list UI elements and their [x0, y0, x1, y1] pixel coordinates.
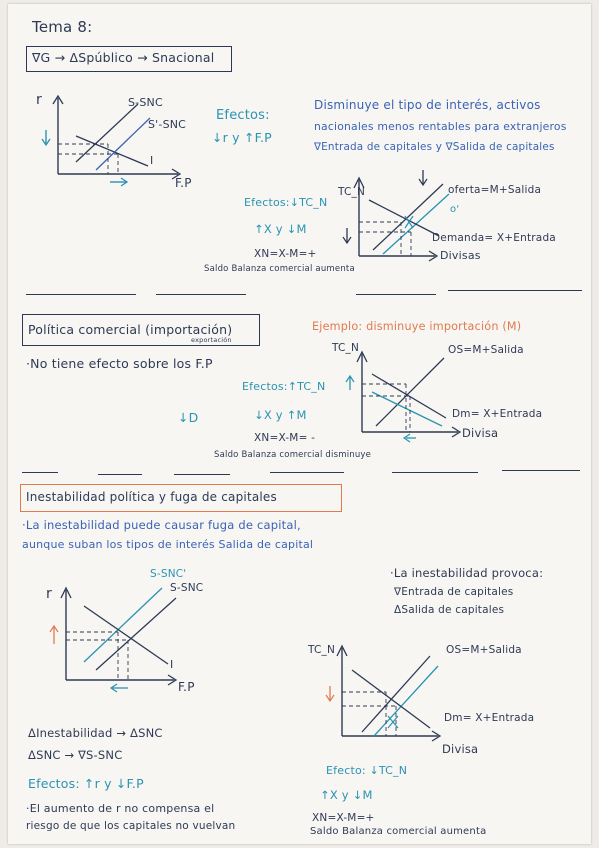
notebook-page: Tema 8: ∇G → ΔSpúblico → Snacional r F.P…: [8, 4, 591, 844]
section3-intro-line2: aunque suban los tipos de interés Salida…: [22, 538, 314, 551]
graph1-x-label: F.P: [175, 176, 192, 190]
separator-2d: [270, 472, 344, 473]
fx3-effects-trade: ↑X y ↓M: [320, 788, 373, 802]
fx-market-graph-3: [325, 644, 442, 742]
separator-1d: [448, 290, 582, 291]
section3-chain-line1: ΔInestabilidad → ΔSNC: [28, 726, 163, 740]
section3-header: Inestabilidad política y fuga de capital…: [26, 490, 277, 504]
fx3-supply-label: OS=M+Salida: [446, 644, 522, 656]
section3-header-box: [20, 484, 342, 512]
graph1-y-label: r: [36, 92, 42, 108]
graph2-y-label: r: [46, 586, 52, 602]
fx1-y-label: TC_N: [338, 186, 366, 198]
fx3-effects-xn: XN=X-M=+: [312, 812, 375, 824]
fx3-effects-balance: Saldo Balanza comercial aumenta: [310, 826, 487, 837]
fx2-y-label: TC_N: [332, 342, 360, 354]
fx-market-graph-2: [345, 350, 462, 443]
fx-market-graph-1: [342, 170, 450, 262]
section3-right-line2: ∇Entrada de capitales: [394, 586, 514, 598]
section1-effects-value: ↓r y ↑F.P: [212, 130, 272, 145]
section3-conclusion-line1: ·El aumento de r no compensa el: [26, 802, 215, 815]
graph2-curve-lower: S-SNC: [170, 582, 204, 594]
graph1-curve-upper: S-SNC: [128, 96, 163, 109]
fx1-effects-balance: Saldo Balanza comercial aumenta: [204, 264, 355, 274]
loanable-funds-graph-1: [41, 94, 182, 187]
fx2-effects-xn: XN=X-M= -: [254, 432, 316, 444]
section3-right-line3: ΔSalida de capitales: [394, 604, 505, 616]
fx1-supply-label: oferta=M+Salida: [448, 184, 542, 196]
section2-note: ·No tiene efecto sobre los F.P: [26, 356, 213, 371]
fx1-effects-xn: XN=X-M=+: [254, 248, 317, 260]
section3-effects: Efectos: ↑r y ↓F.P: [28, 776, 144, 791]
section3-conclusion-line2: riesgo de que los capitales no vuelvan: [26, 820, 236, 832]
fx1-effects-title: Efectos:↓TC_N: [244, 196, 328, 209]
separator-1b: [156, 294, 246, 295]
fx2-supply-label: OS=M+Salida: [448, 344, 524, 356]
section1-explanation-line3: ∇Entrada de capitales y ∇Salida de capit…: [314, 141, 555, 153]
fx2-effects-trade: ↓X y ↑M: [254, 408, 307, 422]
section2-example: Ejemplo: disminuye importación (M): [312, 320, 522, 333]
separator-2f: [502, 470, 580, 471]
separator-2e: [392, 472, 478, 473]
fx3-x-label: Divisa: [442, 742, 479, 756]
graph1-curve-demand: I: [150, 154, 154, 167]
loanable-funds-graph-2: [49, 586, 178, 693]
section2-header-sub: exportación: [191, 336, 232, 344]
fx2-x-label: Divisa: [462, 426, 499, 440]
fx2-effects-title: Efectos:↑TC_N: [242, 380, 326, 393]
section1-explanation-line2: nacionales menos rentables para extranje…: [314, 120, 567, 133]
section3-chain-line2: ΔSNC → ∇S-SNC: [28, 748, 123, 762]
section2-header: Política comercial (importación): [28, 322, 233, 337]
separator-2b: [98, 474, 142, 475]
section3-intro-line1: ·La inestabilidad puede causar fuga de c…: [22, 518, 301, 532]
graph2-curve-demand: I: [170, 658, 174, 671]
separator-1c: [356, 294, 436, 295]
graph1-curve-lower: S'-SNC: [148, 118, 187, 131]
fx1-effects-trade: ↑X y ↓M: [254, 222, 307, 236]
graph2-curve-upper: S-SNC': [150, 568, 187, 580]
section1-header-box: [26, 46, 232, 72]
page-title: Tema 8:: [32, 18, 93, 36]
section2-left-symbol: ↓D: [178, 410, 199, 425]
fx3-effects-title: Efecto: ↓TC_N: [326, 764, 408, 777]
section1-effects-title: Efectos:: [216, 108, 270, 123]
fx1-x-label: Divisas: [440, 249, 481, 262]
section3-right-line1: ·La inestabilidad provoca:: [390, 566, 544, 580]
fx3-demand-label: Dm= X+Entrada: [444, 712, 535, 724]
fx2-effects-balance: Saldo Balanza comercial disminuye: [214, 450, 372, 460]
fx2-demand-label: Dm= X+Entrada: [452, 408, 543, 420]
separator-1a: [26, 294, 136, 295]
separator-2c: [174, 474, 230, 475]
section1-header: ∇G → ΔSpúblico → Snacional: [32, 50, 215, 65]
fx1-supply-shift-label: o': [450, 204, 460, 215]
section2-header-box: [22, 314, 260, 346]
fx1-demand-label: Demanda= X+Entrada: [432, 232, 556, 244]
graph2-x-label: F.P: [178, 680, 195, 694]
fx3-y-label: TC_N: [308, 644, 336, 656]
section1-explanation-line1: Disminuye el tipo de interés, activos: [314, 98, 541, 112]
separator-2a: [22, 472, 58, 473]
